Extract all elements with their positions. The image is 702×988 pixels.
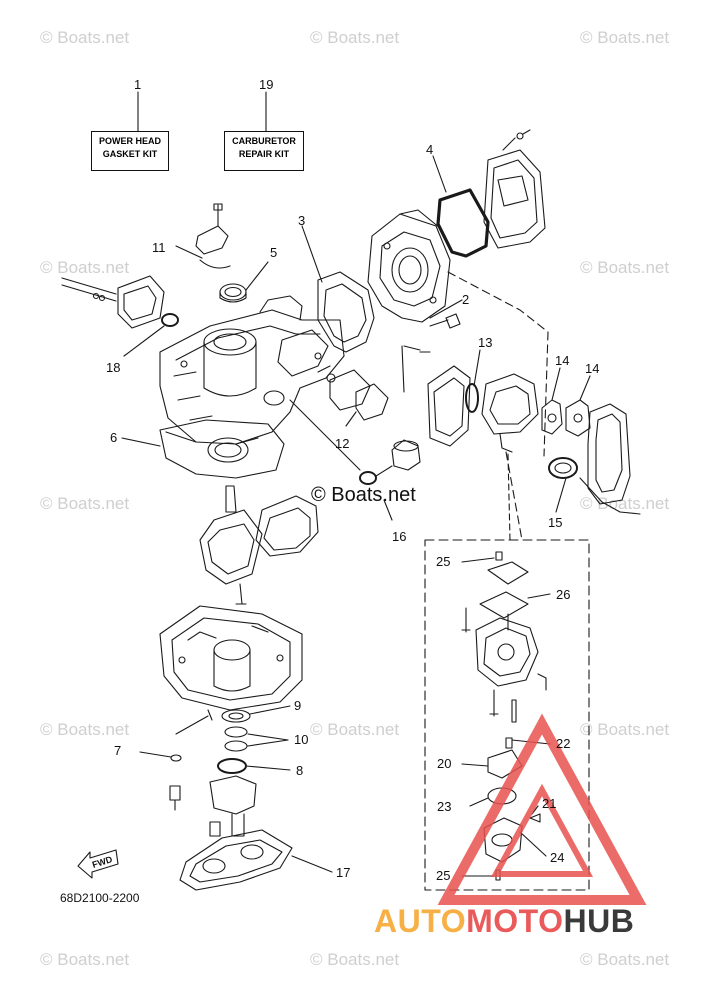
watermark: © Boats.net	[580, 720, 670, 739]
callout-23: 23	[437, 799, 452, 814]
watermark: © Boats.net	[40, 950, 130, 969]
callout-4: 4	[426, 142, 434, 157]
callout-18: 18	[106, 360, 121, 375]
watermark: © Boats.net	[580, 28, 670, 47]
callout-26: 26	[556, 587, 571, 602]
callout-24: 24	[550, 850, 565, 865]
kit-label-line: CARBURETOR	[232, 136, 296, 146]
callout-25: 25	[436, 554, 451, 569]
callout-14: 14	[555, 353, 570, 368]
brand-part: MOTO	[466, 903, 564, 939]
cover-part	[483, 129, 546, 249]
callout-15: 15	[548, 515, 563, 530]
callout-6: 6	[110, 430, 118, 445]
watermark: © Boats.net	[310, 28, 400, 47]
callout-12: 12	[335, 436, 350, 451]
gasket-3	[301, 225, 375, 353]
gasket-17	[179, 829, 333, 891]
intake-manifold	[548, 403, 641, 515]
carburetor	[427, 349, 539, 453]
watermark: © Boats.net	[40, 720, 130, 739]
washer-7	[139, 715, 209, 811]
crankshaft	[199, 485, 319, 605]
intake-body	[367, 209, 463, 329]
gasket-14	[541, 367, 591, 437]
callout-22: 22	[556, 736, 571, 751]
seal-9	[221, 705, 291, 723]
watermark: © Boats.net	[40, 28, 130, 47]
callout-16: 16	[392, 529, 407, 544]
watermark: © Boats.net	[580, 258, 670, 277]
kit-label-line: REPAIR KIT	[238, 149, 290, 159]
callout-11: 11	[152, 240, 166, 255]
callout-13: 13	[478, 335, 493, 350]
gasket-4	[432, 155, 490, 258]
cylinder-block	[159, 295, 345, 445]
seal-5	[219, 261, 269, 303]
watermark: © Boats.net	[580, 494, 670, 513]
center-watermark: © Boats.net	[311, 484, 416, 506]
seals-10	[224, 726, 289, 752]
thermostat-cover	[61, 275, 165, 329]
callout-25: 25	[436, 868, 451, 883]
fwd-arrow-icon	[77, 849, 119, 879]
watermark: © Boats.net	[310, 720, 400, 739]
gasket-6	[121, 419, 285, 479]
kit-label-line: POWER HEAD	[98, 136, 161, 146]
kit-label-line: GASKET KIT	[102, 149, 158, 159]
watermark: © Boats.net	[40, 494, 130, 513]
callout-3: 3	[298, 213, 306, 228]
brand-part: AUTO	[374, 903, 467, 939]
watermark: © Boats.net	[310, 950, 400, 969]
crankcase	[159, 605, 303, 721]
callout-9: 9	[294, 698, 302, 713]
watermark: © Boats.net	[580, 950, 670, 969]
filter-16	[289, 399, 421, 521]
callout-2: 2	[462, 292, 470, 307]
power-head-gasket-kit-label: POWER HEAD GASKET KIT	[91, 131, 169, 171]
callout-5: 5	[270, 245, 278, 260]
brand-logo: AUTOMOTOHUB	[374, 903, 634, 940]
lower-housing	[209, 775, 257, 837]
carburetor-detail-box	[424, 539, 590, 891]
cover-12	[317, 345, 431, 427]
warning-triangle-logo	[437, 713, 647, 905]
watermark: © Boats.net	[40, 258, 130, 277]
callout-1: 1	[134, 77, 142, 92]
callout-20: 20	[437, 756, 452, 771]
callout-7: 7	[114, 743, 122, 758]
callout-19: 19	[259, 77, 274, 92]
callout-10: 10	[294, 732, 309, 747]
diagram-code: 68D2100-2200	[60, 891, 140, 905]
o-ring-18	[123, 313, 179, 357]
bracket-11	[175, 203, 231, 269]
carburetor-repair-kit-label: CARBURETOR REPAIR KIT	[224, 131, 304, 171]
callout-21: 21	[542, 796, 557, 811]
callout-17: 17	[336, 865, 351, 880]
callout-8: 8	[296, 763, 304, 778]
brand-part: HUB	[563, 903, 635, 939]
callout-14: 14	[585, 361, 600, 376]
carburetor-detail-parts	[461, 551, 551, 881]
o-ring-8	[217, 758, 291, 774]
